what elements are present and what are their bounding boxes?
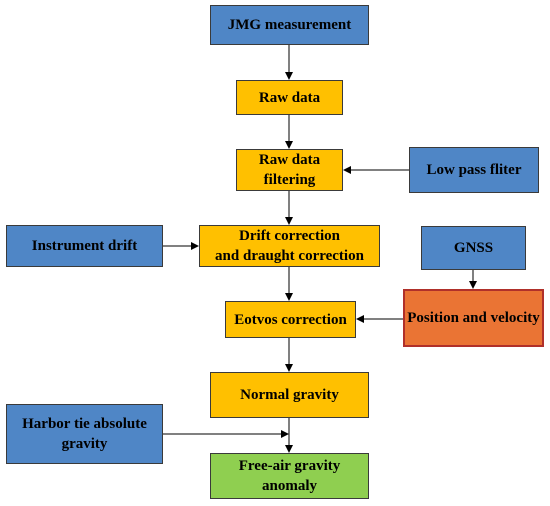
normal-gravity-node: Normal gravity — [210, 372, 369, 418]
position-velocity-node: Position and velocity — [403, 289, 544, 347]
gnss-node: GNSS — [421, 226, 526, 270]
harbor-tie-gravity-node: Harbor tie absolute gravity — [6, 404, 163, 464]
raw-data-node: Raw data — [236, 80, 343, 115]
raw-data-filtering-node: Raw data filtering — [236, 149, 343, 191]
instrument-drift-node: Instrument drift — [6, 225, 163, 267]
free-air-anomaly-node: Free-air gravity anomaly — [210, 453, 369, 499]
eotvos-correction-node: Eotvos correction — [225, 301, 356, 338]
low-pass-filter-node: Low pass fliter — [409, 147, 539, 193]
drift-correction-node: Drift correction and draught correction — [199, 225, 380, 267]
jmg-measurement-node: JMG measurement — [210, 5, 369, 45]
